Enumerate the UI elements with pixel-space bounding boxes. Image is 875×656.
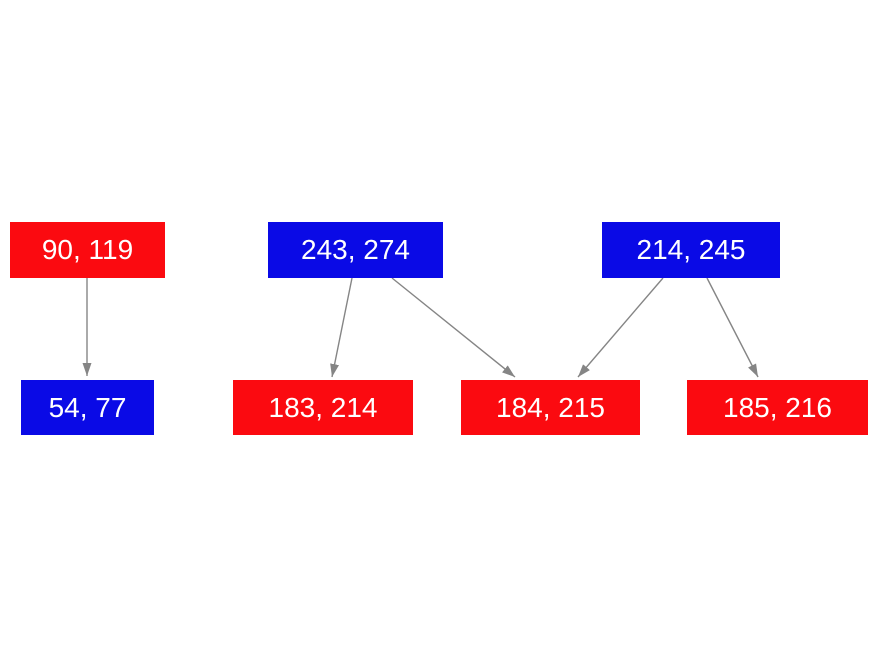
graph-node-n184_215: 184, 215 [461, 380, 640, 435]
graph-node-n214_245: 214, 245 [602, 222, 780, 278]
node-label: 90, 119 [41, 234, 134, 265]
graph-node-n183_214: 183, 214 [233, 380, 413, 435]
graph-node-n90_119: 90, 119 [10, 222, 165, 278]
edge-n214_245-to-n184_215 [577, 277, 664, 378]
graph-node-n185_216: 185, 216 [687, 380, 868, 435]
edge-n243_274-to-n183_214 [330, 277, 353, 378]
node-label: 184, 215 [496, 391, 605, 423]
node-label: 183, 214 [268, 391, 378, 423]
graph-node-n243_274: 243, 274 [268, 222, 443, 278]
node-label: 243, 274 [301, 234, 410, 265]
edge-n214_245-to-n185_216 [706, 277, 759, 378]
graph-node-n54_77: 54, 77 [21, 380, 154, 435]
node-label: 185, 216 [723, 391, 832, 423]
node-label: 214, 245 [636, 234, 746, 265]
node-label: 54, 77 [48, 391, 127, 423]
edge-n243_274-to-n184_215 [391, 277, 516, 378]
